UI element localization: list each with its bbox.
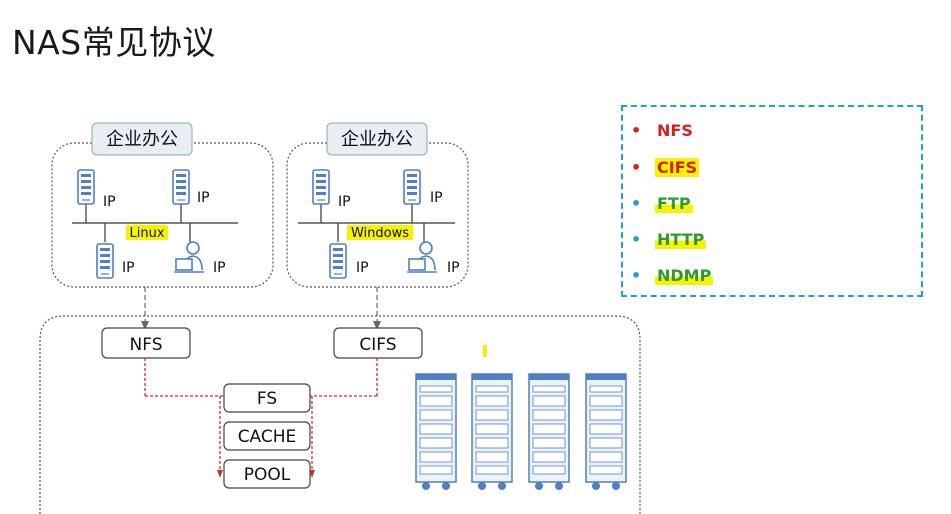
protocol-item-http: • HTTP [631, 227, 707, 251]
bullet-icon: • [631, 265, 642, 285]
windows-office-group: 企业办公 IP IP IP IP Windows [286, 122, 469, 288]
cache-box-label: CACHE [238, 427, 297, 447]
linux-office-group: 企业办公 IP IP IP IP Linux [51, 122, 274, 288]
protocol-item-ndmp: • NDMP [631, 263, 714, 287]
cifs-box-label: CIFS [359, 335, 396, 355]
storage-rack-icon [528, 373, 570, 491]
red-data-path [144, 358, 378, 473]
protocol-item-ftp: • FTP [631, 191, 693, 215]
ip-label: IP [122, 260, 135, 276]
windows-label: Windows [351, 226, 409, 241]
protocol-list: • NFS • CIFS • FTP • HTTP • NDMP [621, 105, 923, 297]
protocol-label: HTTP [655, 229, 707, 249]
ip-label: IP [447, 260, 460, 276]
server-icon [96, 243, 114, 279]
linux-label: Linux [129, 226, 164, 241]
ip-label: IP [213, 260, 226, 276]
protocol-label: NDMP [655, 265, 714, 285]
ip-label: IP [430, 190, 443, 206]
user-workstation-icon [173, 241, 205, 273]
fs-box: FS [223, 383, 311, 413]
ip-label: IP [103, 194, 116, 210]
storage-rack-icon [471, 373, 513, 491]
protocol-label: NFS [657, 120, 693, 140]
ip-label: IP [356, 260, 369, 276]
nfs-box: NFS [101, 327, 191, 359]
bullet-icon: • [631, 120, 642, 140]
protocol-item-nfs: • NFS [631, 118, 695, 142]
ip-label: IP [197, 190, 210, 206]
bullet-icon: • [631, 193, 642, 213]
cifs-box: CIFS [333, 327, 423, 359]
user-workstation-icon [406, 241, 438, 273]
highlight-mark [483, 345, 487, 357]
protocol-item-cifs: • CIFS [631, 155, 700, 179]
server-icon [403, 169, 421, 205]
storage-rack-icon [415, 373, 457, 491]
server-icon [329, 243, 347, 279]
protocol-label: FTP [655, 193, 693, 213]
cache-box: CACHE [223, 421, 311, 451]
ip-label: IP [338, 194, 351, 210]
page-title: NAS常见协议 [12, 23, 216, 62]
protocol-label: CIFS [655, 157, 700, 177]
bullet-icon: • [631, 157, 642, 177]
pool-box-label: POOL [244, 465, 291, 485]
nfs-box-label: NFS [130, 335, 163, 355]
fs-box-label: FS [257, 389, 277, 409]
storage-rack-icon [585, 373, 627, 491]
server-icon [77, 169, 95, 205]
server-icon [312, 169, 330, 205]
office-label-windows: 企业办公 [341, 129, 413, 150]
bullet-icon: • [631, 229, 642, 249]
nas-system-group [39, 315, 641, 514]
server-icon [172, 169, 190, 205]
pool-box: POOL [223, 459, 311, 489]
office-label-linux: 企业办公 [106, 129, 178, 150]
